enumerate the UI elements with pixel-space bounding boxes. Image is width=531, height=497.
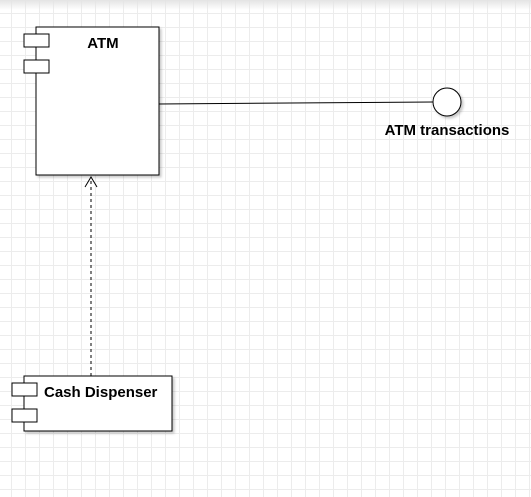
- atm-to-interface-connector[interactable]: [158, 101, 434, 105]
- atm-component-port-bottom: [23, 59, 50, 74]
- canvas-top-edge: [0, 0, 531, 10]
- atm-component-port-top: [23, 33, 50, 48]
- cash-dispenser-port-top: [11, 382, 38, 397]
- cash-dispenser-component-body: [23, 375, 173, 432]
- cash-dispenser-label: Cash Dispenser: [44, 384, 158, 401]
- open-arrowhead-icon: [84, 176, 98, 188]
- atm-component-body: [35, 26, 160, 176]
- atm-transactions-interface[interactable]: ATM transactions: [385, 87, 510, 139]
- cash-dispenser-component[interactable]: Cash Dispenser: [11, 375, 173, 432]
- atm-component[interactable]: ATM: [23, 26, 160, 176]
- atm-component-label: ATM: [87, 35, 118, 52]
- dependency-connector[interactable]: [84, 176, 98, 376]
- interface-circle-icon: [432, 87, 462, 117]
- cash-dispenser-port-bottom: [11, 408, 38, 423]
- interface-label: ATM transactions: [385, 122, 510, 139]
